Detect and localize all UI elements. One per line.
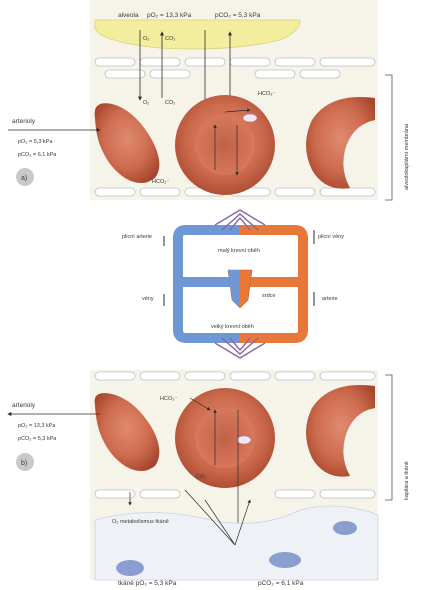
upper-vessel-label: arterioly: [12, 118, 36, 125]
tissue-po2-label: tkáně pO₂ = 5,3 kPa: [118, 580, 177, 587]
alveolus-po2: pO₂ = 13,3 kPa: [147, 12, 192, 19]
circulation-schematic: [178, 210, 303, 358]
co2-label-1: CO₂: [165, 36, 175, 42]
tissue-nucleus-1: [116, 560, 144, 576]
venae-label: vény: [142, 296, 154, 302]
alveolus-label: alveola: [118, 12, 139, 19]
co2-label-lower: CO₂: [196, 474, 206, 480]
upper-side-label: alveolokapilární membrána: [404, 123, 410, 190]
lower-bracket: [385, 375, 392, 500]
hco3-label-top: HCO₃⁻: [258, 91, 275, 97]
systemic-circuit-label: velký krevní oběh: [211, 324, 254, 330]
upper-pco2: pCO₂ = 6,1 kPa: [18, 152, 57, 158]
o2-label-2: O₂: [143, 100, 149, 106]
alveolus-pco2: pCO₂ = 5,3 kPa: [215, 12, 261, 19]
upper-po2: pO₂ = 5,3 kPa: [18, 139, 53, 145]
heart-label: srdce: [262, 293, 275, 299]
badge-a-text: a): [21, 175, 27, 182]
badge-b-text: b): [21, 460, 27, 467]
lower-side-label: kapilára a tkáně: [404, 461, 410, 500]
metabolism-note: O₂ metabolismus tkáně: [112, 519, 169, 525]
tissue-nucleus-3: [269, 552, 301, 568]
pulmonary-veins-label: plicní vény: [318, 234, 344, 240]
lower-vessel-label: arterioly: [12, 402, 36, 409]
tissue-pco2-label: pCO₂ = 6,1 kPa: [258, 580, 304, 587]
lower-pco2: pCO₂ = 5,3 kPa: [18, 436, 57, 442]
hco3-label-upper: HCO₃⁻: [152, 179, 169, 185]
co2-label-2: CO₂: [165, 100, 175, 106]
pulmonary-arteries-label: plicní arterie: [122, 234, 152, 240]
tissue-nucleus-2: [333, 521, 357, 535]
carbonic-enzyme-upper: [243, 114, 257, 122]
hco3-label-lower: HCO₃⁻: [160, 396, 177, 402]
rbc-center-upper-inner: [195, 115, 255, 175]
carbonic-enzyme-lower: [237, 436, 251, 444]
o2-label-1: O₂: [143, 36, 149, 42]
lower-po2: pO₂ = 13,3 kPa: [18, 423, 56, 429]
pulmonary-circuit-label: malý krevní oběh: [218, 248, 260, 254]
upper-bracket: [385, 75, 392, 200]
arteries-label: arterie: [322, 296, 338, 302]
